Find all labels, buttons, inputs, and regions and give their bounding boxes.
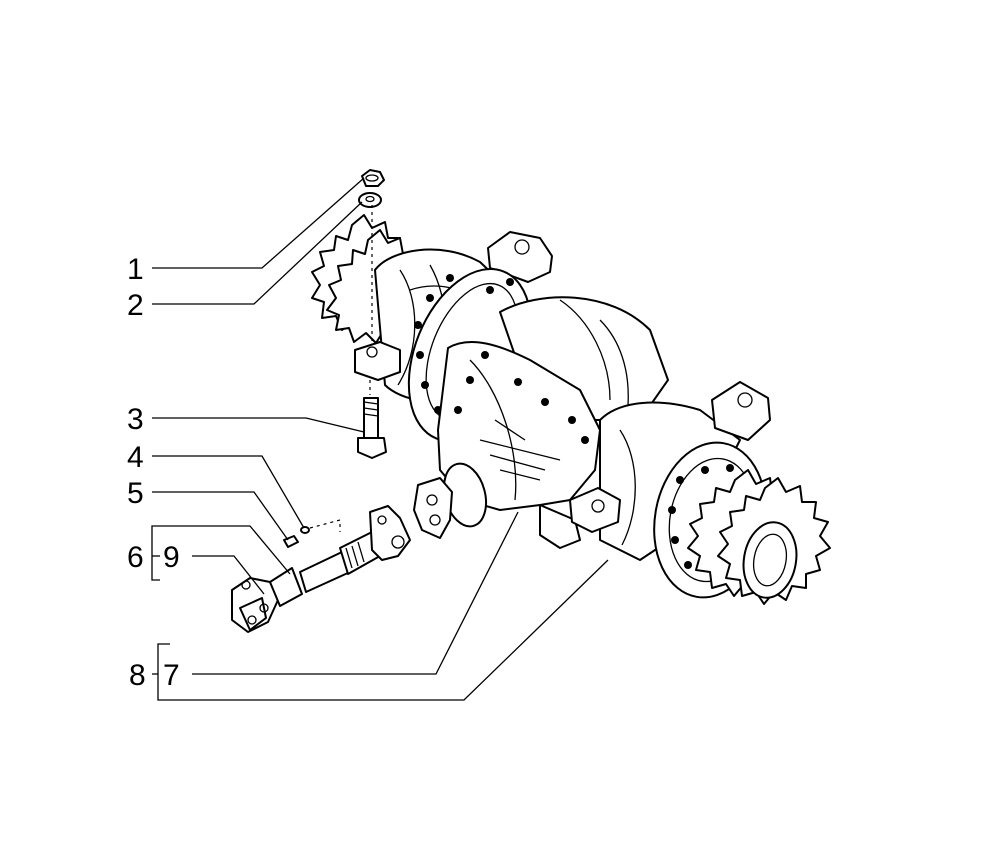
- left-mounting-bracket: [354, 341, 401, 381]
- leader-6: [160, 525, 291, 575]
- right-mounting-bracket: [711, 381, 771, 441]
- drive-shaft: [231, 505, 411, 633]
- bracket-8: [157, 643, 170, 701]
- differential-carrier: [437, 341, 601, 549]
- leader-8: [160, 559, 609, 701]
- nut-part: [361, 169, 385, 187]
- leader-5: [152, 491, 289, 541]
- pinion-flange: [413, 462, 488, 539]
- callout-7: 7: [163, 659, 180, 692]
- leader-1: [152, 177, 365, 269]
- flange-bolt-holes: [414, 274, 514, 414]
- center-housing: [499, 296, 669, 421]
- leader-3: [152, 417, 365, 433]
- lock-washer-part: [300, 526, 310, 534]
- callout-8: 8: [129, 659, 146, 692]
- leader-2: [152, 201, 363, 305]
- upper-mounting-bracket: [487, 231, 553, 283]
- right-lower-bracket: [569, 487, 621, 533]
- callout-4: 4: [127, 441, 144, 474]
- axle-assembly: [311, 214, 831, 605]
- bolt-part: [357, 397, 387, 459]
- washer-part: [358, 192, 382, 208]
- callout-1: 1: [127, 253, 144, 286]
- callout-labels: 1 2 3 4 5 6 9 8 7: [127, 253, 180, 692]
- right-sprocket: [687, 469, 831, 605]
- leader-7: [192, 511, 519, 675]
- callout-6: 6: [127, 541, 144, 574]
- leader-lines: [151, 177, 609, 701]
- callout-3: 3: [127, 403, 144, 436]
- leader-4: [152, 455, 305, 529]
- callout-9: 9: [163, 541, 180, 574]
- bracket-6: [151, 525, 160, 581]
- callout-5: 5: [127, 477, 144, 510]
- callout-2: 2: [127, 289, 144, 322]
- leader-9: [192, 555, 265, 595]
